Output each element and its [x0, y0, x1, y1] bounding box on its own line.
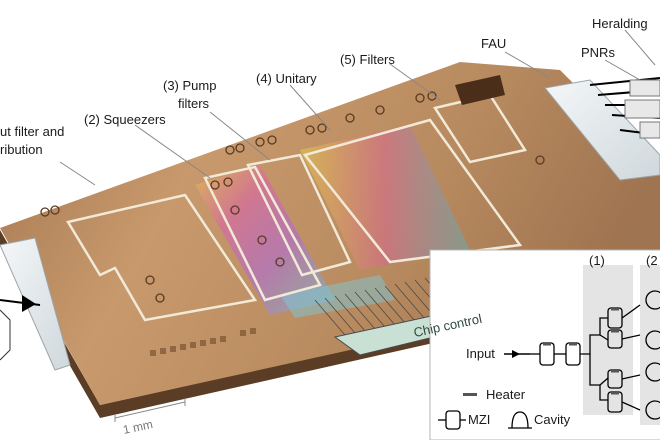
input-filter-label-line1: ut filter and [0, 124, 65, 139]
inset-cavity-label: Cavity [534, 412, 571, 427]
bond-pads [150, 328, 256, 356]
pump-filters-label-line2: filters [178, 96, 210, 111]
filters-label: (5) Filters [340, 52, 395, 67]
iridescent-region-1 [195, 165, 335, 315]
inset-heaters [543, 308, 619, 395]
inset-heater-label: Heater [486, 387, 526, 402]
mzi-legend-icon [438, 410, 466, 430]
input-housing [0, 309, 11, 361]
ring-resonators [40, 91, 545, 303]
pump-filters-label-line1: (3) Pump [163, 78, 217, 93]
input-filter-label-line2: ribution [0, 142, 43, 157]
unitary-region [302, 118, 523, 264]
unitary-label: (4) Unitary [256, 71, 317, 86]
inset-panel [429, 249, 660, 440]
inset-stage2-bg [640, 265, 660, 425]
inset-input-label: Input [466, 346, 495, 361]
squeezers-region [203, 165, 322, 302]
inset-stage2-label: (2 [646, 253, 658, 268]
inset-input-arrow-icon [512, 350, 520, 358]
pnrs-label: PNRs [581, 45, 615, 60]
pump-filters-region [246, 153, 352, 277]
squeezers-label: (2) Squeezers [84, 112, 166, 127]
heater-legend-icon [463, 393, 477, 396]
iridescent-region-3 [280, 275, 395, 318]
inset-mzi-label: MZI [468, 412, 491, 427]
fau-glass-block [544, 79, 660, 181]
iridescent-region-2 [300, 125, 470, 270]
input-arrow-icon [22, 295, 36, 312]
input-distribution-region [66, 193, 258, 322]
cavity-legend-icon [508, 411, 532, 429]
chip-surface [0, 62, 660, 405]
scale-bar [114, 398, 186, 422]
inset-stage1-label: (1) [589, 253, 605, 268]
fau-label: FAU [481, 36, 507, 51]
metal-pad [455, 75, 505, 105]
label-leader-lines [59, 29, 656, 186]
inset-mzi-chain [530, 304, 641, 413]
heralding-label: Heralding [592, 16, 648, 31]
inset-cavities [645, 290, 660, 420]
pnr-detectors [624, 79, 660, 139]
